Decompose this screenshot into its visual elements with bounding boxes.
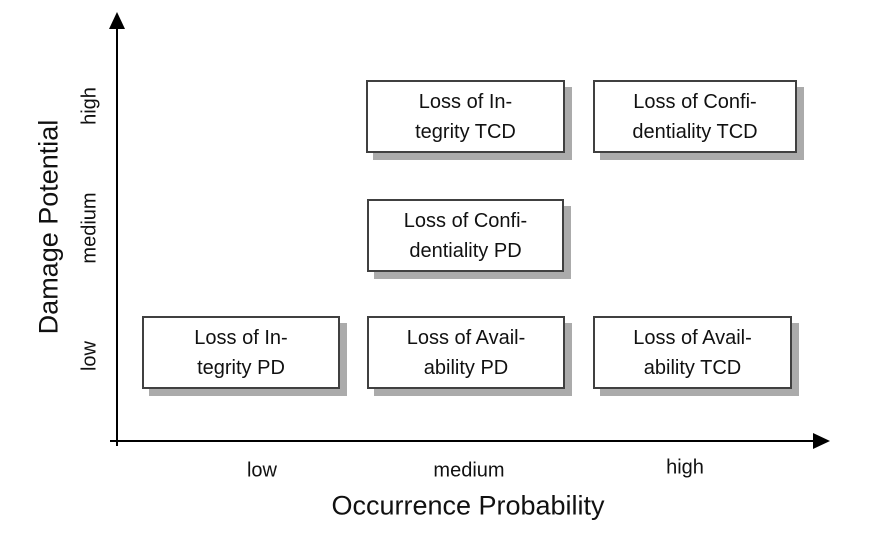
y-axis-arrow-icon [109, 12, 125, 29]
node-loss-of-confidentiality-pd: Loss of Confi- dentiality PD [367, 199, 564, 272]
node-label-line: Loss of In- [194, 326, 288, 349]
x-tick-low: low [246, 459, 278, 482]
node-label-line: Loss of Confi- [403, 209, 528, 232]
x-tick-high: high [666, 456, 704, 479]
node-label-line: dentiality PD [409, 239, 522, 262]
y-axis-label: Damage Potential [33, 119, 64, 335]
node-label-line: ability TCD [643, 356, 742, 379]
x-axis-label: Occurrence Probability [331, 490, 605, 521]
node-label-line: ability PD [423, 356, 509, 379]
x-axis-line [110, 440, 816, 442]
node-label-line: tegrity PD [197, 356, 285, 379]
x-axis-arrow-icon [813, 433, 830, 449]
node-label-line: Loss of Confi- [633, 90, 757, 113]
y-tick-high: high [78, 87, 101, 125]
node-label-line: tegrity TCD [415, 120, 516, 143]
node-loss-of-confidentiality-tcd: Loss of Confi- dentiality TCD [593, 80, 797, 153]
node-label-line: Loss of In- [418, 90, 513, 113]
y-axis-line [116, 24, 118, 446]
node-label-line: dentiality TCD [632, 120, 758, 143]
node-loss-of-integrity-pd: Loss of In- tegrity PD [142, 316, 340, 389]
node-loss-of-availability-pd: Loss of Avail- ability PD [367, 316, 565, 389]
node-loss-of-availability-tcd: Loss of Avail- ability TCD [593, 316, 792, 389]
y-tick-low: low [78, 340, 101, 372]
node-loss-of-integrity-tcd: Loss of In- tegrity TCD [366, 80, 565, 153]
node-label-line: Loss of Avail- [633, 326, 752, 349]
x-tick-medium: medium [433, 459, 505, 482]
y-tick-medium: medium [78, 192, 101, 264]
node-label-line: Loss of Avail- [406, 326, 526, 349]
